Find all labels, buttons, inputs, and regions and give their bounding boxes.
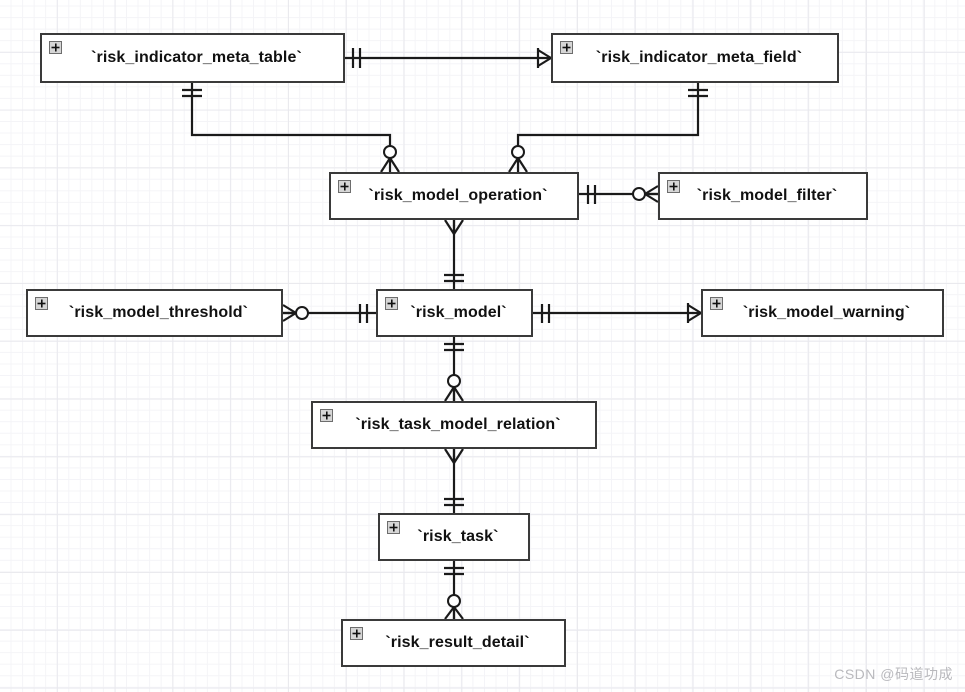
entity-label-risk_indicator_meta_field: `risk_indicator_meta_field`	[595, 49, 803, 66]
entity-label-risk_task_model_relation: `risk_task_model_relation`	[355, 416, 561, 433]
edge-model_threshold-model	[282, 304, 376, 323]
watermark: CSDN @码道功成	[834, 666, 953, 682]
plus-icon[interactable]	[338, 180, 351, 193]
plus-icon[interactable]	[560, 41, 573, 54]
entity-box-risk_indicator_meta_field[interactable]: `risk_indicator_meta_field`	[551, 33, 839, 83]
plus-icon[interactable]	[49, 41, 62, 54]
entity-label-risk_model_warning: `risk_model_warning`	[742, 304, 911, 321]
edge-meta_table-model_operation	[182, 83, 400, 173]
plus-icon[interactable]	[35, 297, 48, 310]
edge-meta_field-model_operation	[508, 83, 708, 173]
entity-box-risk_model_filter[interactable]: `risk_model_filter`	[658, 172, 868, 220]
entity-label-risk_model_filter: `risk_model_filter`	[696, 187, 838, 204]
edge-task-result_detail	[444, 561, 464, 620]
edge-model_operation-model_filter	[579, 185, 659, 204]
plus-icon[interactable]	[350, 627, 363, 640]
entity-box-risk_model_warning[interactable]: `risk_model_warning`	[701, 289, 944, 337]
plus-icon[interactable]	[320, 409, 333, 422]
edge-meta_table-meta_field	[345, 48, 552, 68]
entity-label-risk_result_detail: `risk_result_detail`	[385, 634, 530, 651]
entity-label-risk_model_operation: `risk_model_operation`	[368, 187, 548, 204]
entity-box-risk_task[interactable]: `risk_task`	[378, 513, 530, 561]
plus-icon[interactable]	[385, 297, 398, 310]
plus-icon[interactable]	[710, 297, 723, 310]
entity-label-risk_model: `risk_model`	[410, 304, 507, 321]
edge-model-model_warning	[533, 303, 702, 323]
entity-box-risk_model_threshold[interactable]: `risk_model_threshold`	[26, 289, 283, 337]
entity-box-risk_result_detail[interactable]: `risk_result_detail`	[341, 619, 566, 667]
edge-task_model_relation-task	[444, 448, 464, 513]
entity-box-risk_model_operation[interactable]: `risk_model_operation`	[329, 172, 579, 220]
entity-box-risk_model[interactable]: `risk_model`	[376, 289, 533, 337]
entity-box-risk_indicator_meta_table[interactable]: `risk_indicator_meta_table`	[40, 33, 345, 83]
edge-model-task_model_relation	[444, 337, 464, 402]
plus-icon[interactable]	[667, 180, 680, 193]
entity-label-risk_indicator_meta_table: `risk_indicator_meta_table`	[91, 49, 302, 66]
plus-icon[interactable]	[387, 521, 400, 534]
entity-label-risk_task: `risk_task`	[417, 528, 499, 545]
edge-model_operation-model	[444, 219, 464, 289]
entity-label-risk_model_threshold: `risk_model_threshold`	[68, 304, 249, 321]
entity-box-risk_task_model_relation[interactable]: `risk_task_model_relation`	[311, 401, 597, 449]
